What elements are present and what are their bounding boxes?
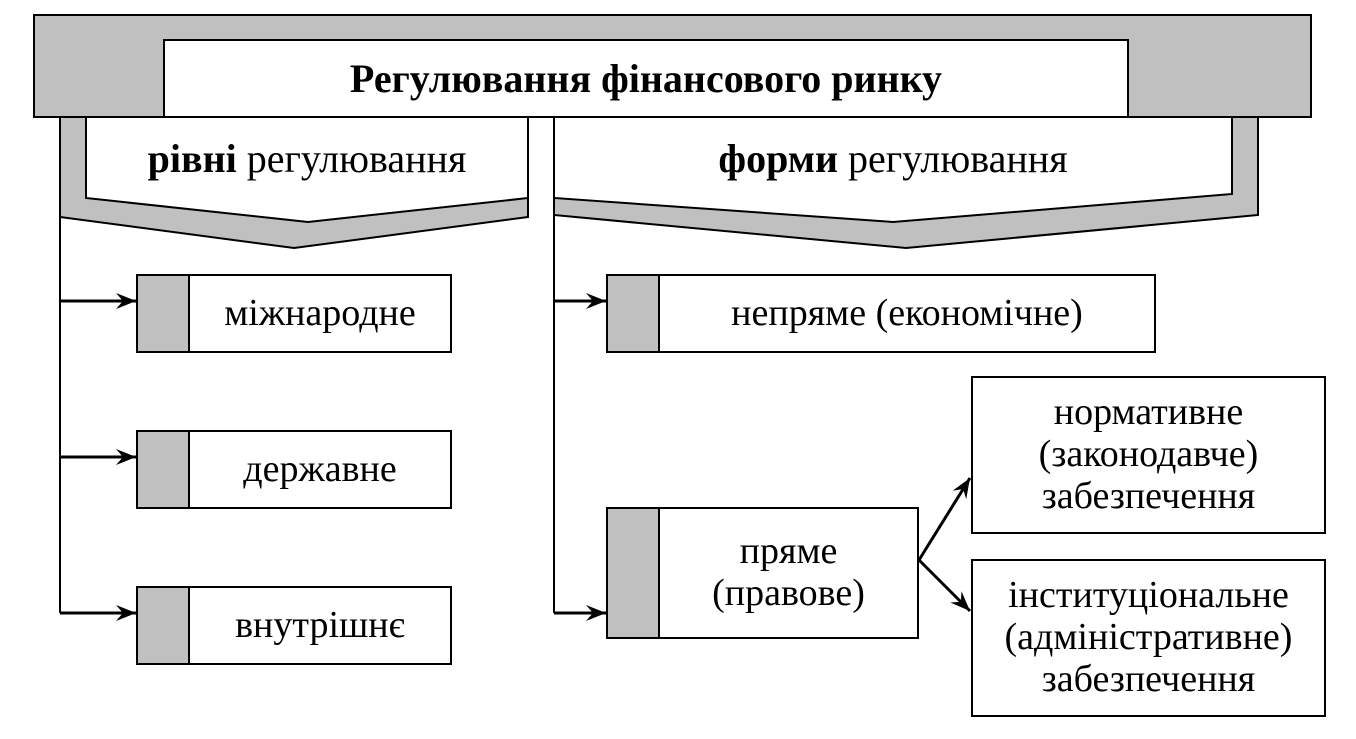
level-box-1-tab (136, 274, 190, 353)
level-item-internal: внутрішнє (189, 587, 451, 664)
level-item-label: внутрішнє (235, 603, 405, 646)
normative-line-1: нормативне (1053, 391, 1244, 434)
level-item-international: міжнародне (189, 275, 451, 352)
forms-chevron-inner (553, 116, 1233, 224)
levels-heading-rest: регулювання (246, 135, 467, 181)
level-item-label: державне (243, 447, 397, 490)
institutional-box (971, 559, 1326, 717)
institutional-line-3: забезпечення (1041, 657, 1256, 700)
title-text: Регулювання фінансового ринку (349, 56, 943, 101)
normative-line-3: забезпечення (1041, 474, 1256, 517)
form-item-direct: пряме (правове) (659, 508, 918, 638)
level-box-2-tab (136, 430, 190, 509)
forms-heading-rest: регулювання (848, 135, 1068, 181)
form-item-indirect: непряме (економічне) (659, 275, 1155, 352)
forms-heading-bold: форми (718, 135, 839, 181)
direct-line-1: пряме (739, 530, 838, 573)
normative-box (971, 376, 1326, 534)
levels-heading-bold: рівні (147, 135, 237, 181)
institutional-line-1: інституціональне (1008, 574, 1289, 617)
page-title: Регулювання фінансового ринку (164, 40, 1128, 117)
level-item-state: державне (189, 431, 451, 508)
outcome-normative: нормативне (законодавче) забезпечення (972, 377, 1325, 533)
direct-arrow-up (917, 477, 972, 561)
indirect-box (606, 274, 1156, 353)
indirect-box-tab (606, 274, 660, 353)
normative-line-2: (законодавче) (1038, 433, 1259, 476)
outcome-institutional: інституціональне (адміністративне) забез… (972, 560, 1325, 716)
levels-heading: рівні регулювання (86, 125, 528, 191)
title-box (163, 39, 1129, 118)
direct-box-tab (606, 507, 660, 639)
level-box-3-tab (136, 586, 190, 665)
forms-heading: форми регулювання (554, 125, 1232, 191)
form-item-label: непряме (економічне) (731, 291, 1083, 334)
direct-arrow-down (917, 558, 972, 613)
direct-line-2: (правове) (712, 572, 865, 614)
level-item-label: міжнародне (224, 291, 416, 334)
institutional-line-2: (адміністративне) (1004, 616, 1293, 659)
levels-chevron-inner (85, 116, 529, 224)
